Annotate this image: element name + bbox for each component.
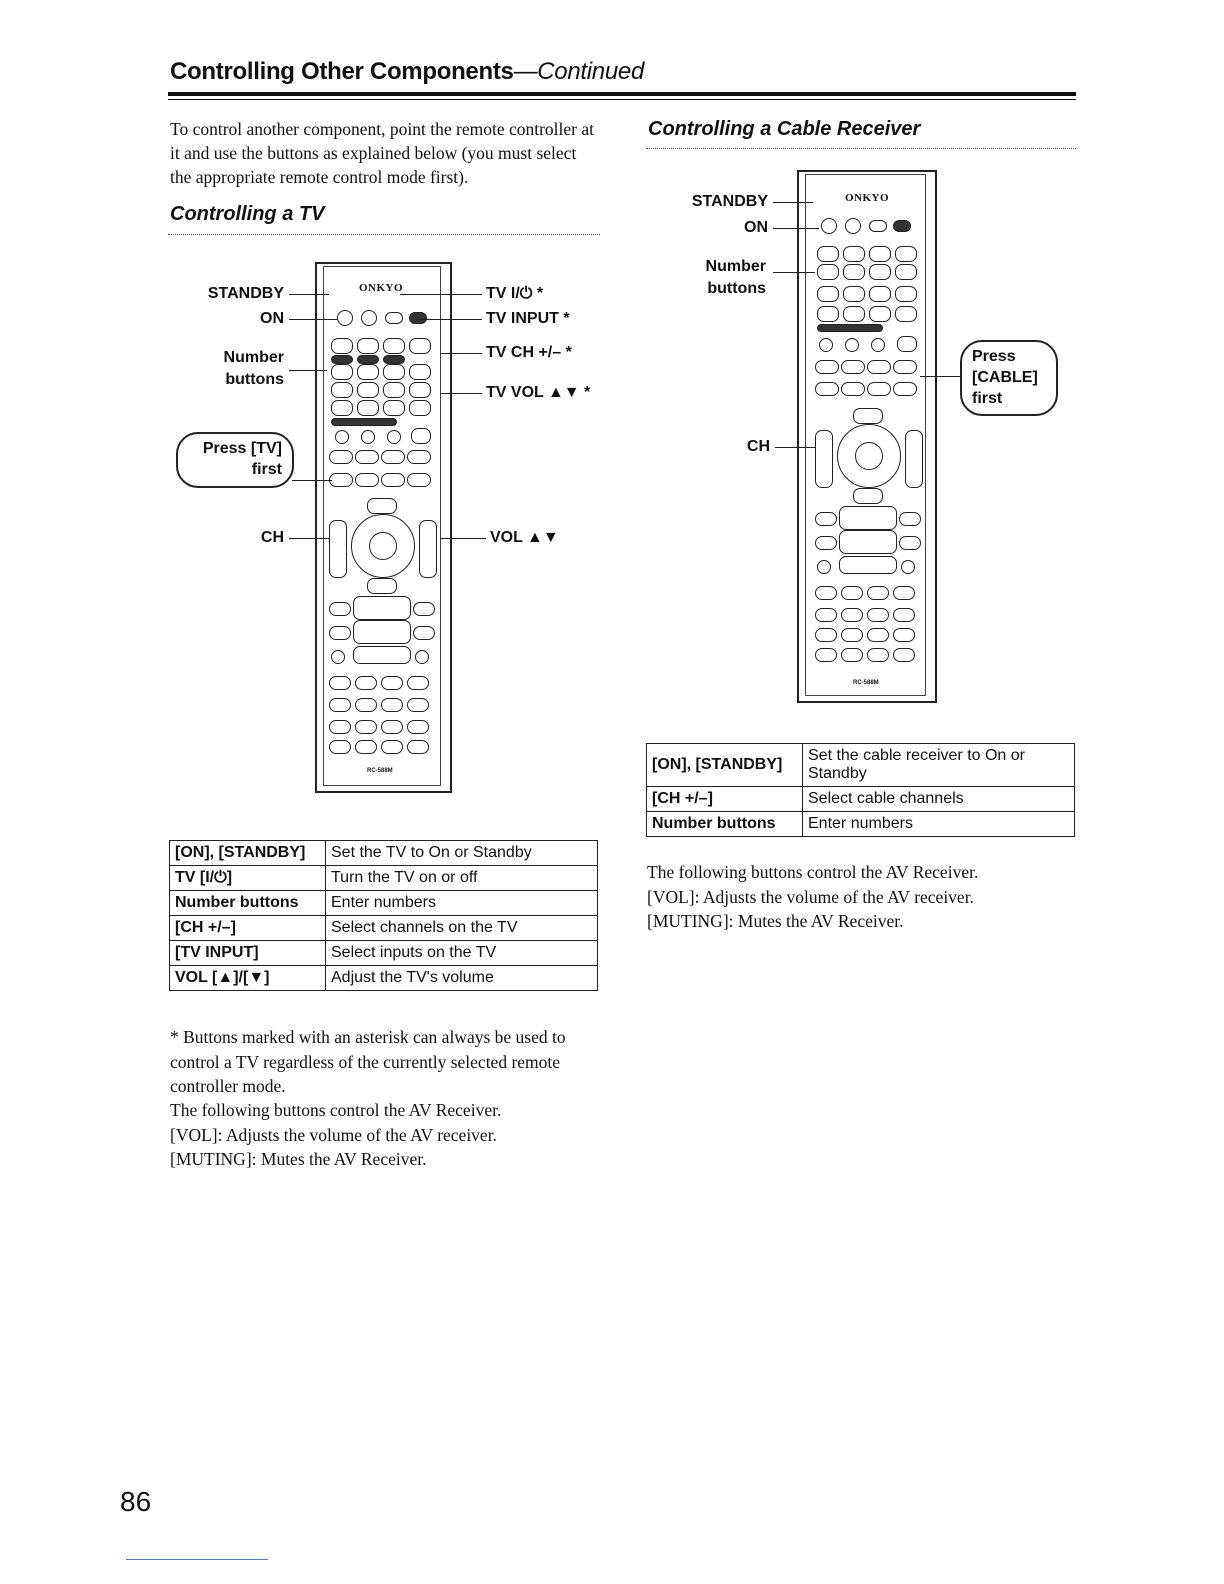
table-row: [ON], [STANDBY]Set the TV to On or Stand…: [169, 840, 598, 866]
label-tv-ch: TV CH +/– *: [486, 344, 572, 361]
table-key-cell: Number buttons: [646, 811, 803, 837]
table-key-cell: VOL [▲]/[▼]: [169, 965, 326, 991]
remote-brand-logo: ONKYO: [359, 282, 404, 294]
label-tv-vol: TV VOL ▲▼ *: [486, 384, 591, 401]
footer-rule: [126, 1559, 268, 1560]
cable-after-line: [MUTING]: Mutes the AV Receiver.: [647, 911, 904, 931]
cable-remote-illustration: ONKYO: [797, 170, 937, 703]
table-desc-cell: Enter numbers: [325, 890, 598, 916]
cable-label-number-1: Number: [705, 258, 766, 275]
tv-after-text: The following buttons control the AV Rec…: [170, 1098, 600, 1172]
table-row: [CH +/–]Select channels on the TV: [169, 915, 598, 941]
cable-heading-rule: [646, 148, 1076, 149]
table-desc-cell: Select channels on the TV: [325, 915, 598, 941]
table-row: TV [I/⏻]Turn the TV on or off: [169, 865, 598, 891]
cable-label-number-2: buttons: [707, 280, 766, 297]
press-cable-line3: first: [972, 390, 1003, 407]
tv-remote-illustration: ONKYO: [315, 262, 452, 793]
page-title: Controlling Other Components—Continued: [170, 58, 645, 85]
table-key-cell: [CH +/–]: [646, 786, 803, 812]
table-row: VOL [▲]/[▼]Adjust the TV's volume: [169, 965, 598, 991]
tv-after-line: [VOL]: Adjusts the volume of the AV rece…: [170, 1124, 497, 1145]
cable-after-line: [VOL]: Adjusts the volume of the AV rece…: [647, 886, 974, 907]
label-standby: STANDBY: [207, 285, 284, 302]
label-tv-power: TV I/⏻ *: [486, 285, 544, 302]
press-cable-callout: Press [CABLE] first: [960, 340, 1058, 416]
table-key-cell: Number buttons: [169, 890, 326, 916]
label-ch: CH: [260, 529, 284, 546]
cable-label-on: ON: [744, 219, 768, 236]
tv-heading-rule: [168, 234, 600, 235]
label-number-1: Number: [223, 349, 284, 366]
table-desc-cell: Select cable channels: [802, 786, 1075, 812]
cable-after-line: The following buttons control the AV Rec…: [647, 862, 979, 882]
label-on: ON: [260, 310, 284, 327]
press-cable-line1: Press: [972, 348, 1016, 365]
table-desc-cell: Set the TV to On or Standby: [325, 840, 598, 866]
press-cable-line2: [CABLE]: [972, 369, 1038, 386]
remote-brand-logo: ONKYO: [845, 192, 890, 204]
cable-section-heading: Controlling a Cable Receiver: [648, 118, 921, 140]
title-continued: —Continued: [513, 58, 645, 85]
table-desc-cell: Adjust the TV's volume: [325, 965, 598, 991]
cable-after-text: The following buttons control the AV Rec…: [647, 860, 1077, 934]
table-desc-cell: Set the cable receiver to On or Standby: [802, 743, 1075, 787]
header-rule: [168, 92, 1076, 96]
table-key-cell: [CH +/–]: [169, 915, 326, 941]
remote-model-label: RC-588M: [853, 680, 879, 686]
cable-button-table: [ON], [STANDBY]Set the cable receiver to…: [646, 743, 1075, 837]
tv-after-line: [MUTING]: Mutes the AV Receiver.: [170, 1149, 427, 1169]
intro-paragraph: To control another component, point the …: [170, 119, 594, 187]
press-tv-line2: first: [251, 461, 282, 478]
table-key-cell: [ON], [STANDBY]: [646, 743, 803, 787]
tv-after-line: The following buttons control the AV Rec…: [170, 1100, 502, 1120]
press-tv-line1: Press [TV]: [202, 440, 282, 457]
table-desc-cell: Turn the TV on or off: [325, 865, 598, 891]
header-rule-thin: [168, 99, 1076, 100]
tv-footnote: * Buttons marked with an asterisk can al…: [170, 1027, 566, 1096]
label-vol: VOL ▲▼: [490, 529, 559, 546]
table-key-cell: [TV INPUT]: [169, 940, 326, 966]
table-key-cell: TV [I/⏻]: [169, 865, 326, 891]
table-key-cell: [ON], [STANDBY]: [169, 840, 326, 866]
remote-model-label: RC-588M: [367, 768, 393, 774]
label-tv-input: TV INPUT *: [486, 310, 570, 327]
label-number-2: buttons: [225, 371, 284, 388]
cable-label-standby: STANDBY: [691, 193, 768, 210]
table-row: [TV INPUT]Select inputs on the TV: [169, 940, 598, 966]
cable-label-ch: CH: [746, 438, 770, 455]
table-desc-cell: Select inputs on the TV: [325, 940, 598, 966]
tv-section-heading: Controlling a TV: [170, 203, 325, 225]
page-number: 86: [120, 1486, 152, 1517]
press-tv-callout: Press [TV] first: [176, 432, 294, 488]
table-row: [CH +/–]Select cable channels: [646, 786, 1075, 812]
table-row: [ON], [STANDBY]Set the cable receiver to…: [646, 743, 1075, 787]
table-desc-cell: Enter numbers: [802, 811, 1075, 837]
tv-button-table: [ON], [STANDBY]Set the TV to On or Stand…: [169, 840, 598, 991]
